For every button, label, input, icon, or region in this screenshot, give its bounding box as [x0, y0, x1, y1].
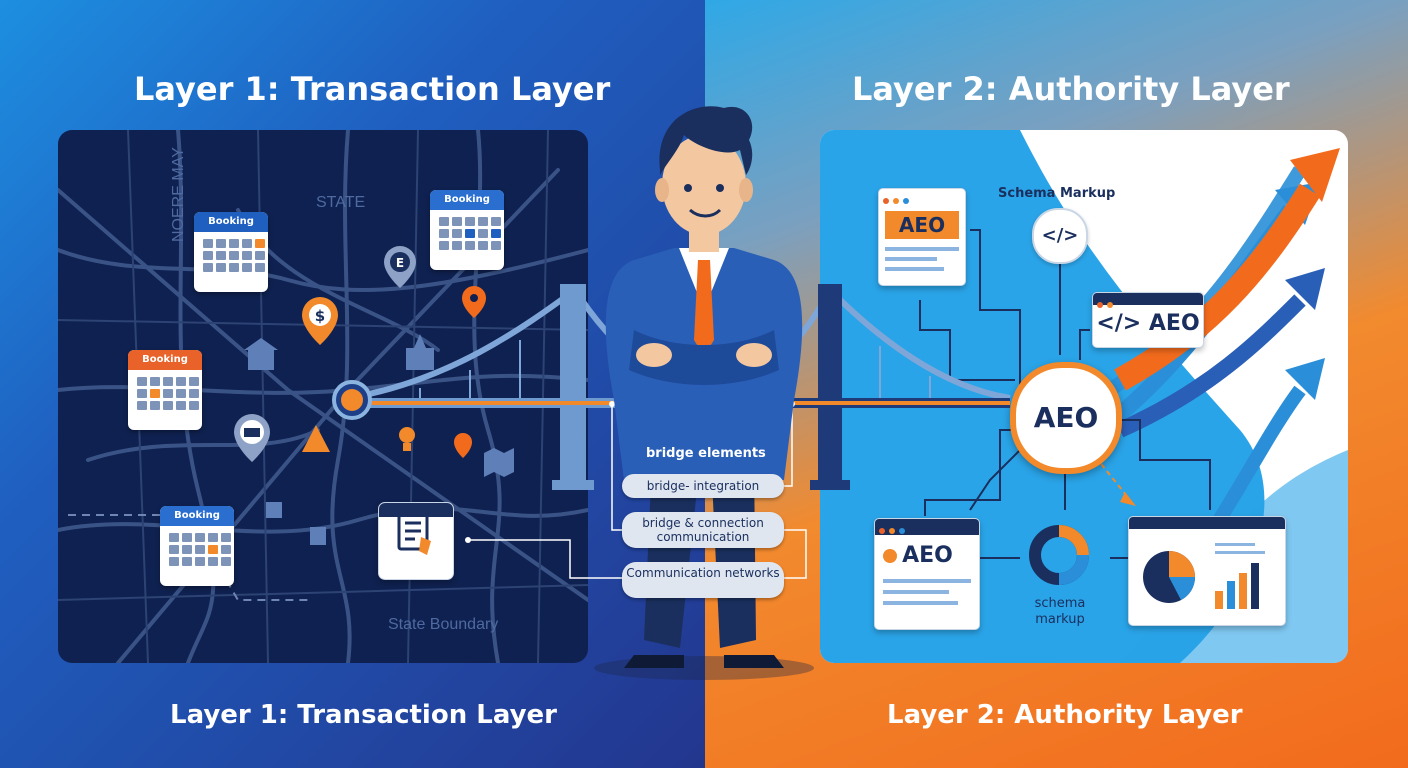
code-aeo-card[interactable]: </> AEO: [1092, 292, 1204, 348]
dollar-pin-icon: $: [302, 297, 338, 345]
document-card[interactable]: [378, 502, 454, 580]
code-brackets-icon: </>: [1032, 208, 1088, 264]
booking-calendar-label: Booking: [194, 212, 268, 232]
location-pin-icon: [454, 286, 486, 458]
authority-panel: AEO Schema Markup </> </> AEO AEO AEO sc…: [820, 130, 1348, 663]
left-bottom-heading: Layer 1: Transaction Layer: [170, 700, 557, 730]
bank-pin-icon: [234, 414, 270, 462]
aeo-card-top-left[interactable]: AEO: [878, 188, 966, 286]
right-bottom-heading: Layer 2: Authority Layer: [887, 700, 1243, 730]
orange-dot-icon: [883, 548, 897, 563]
aeo-label: AEO: [885, 211, 959, 239]
booking-calendar[interactable]: Booking: [430, 190, 504, 270]
left-top-heading: Layer 1: Transaction Layer: [134, 70, 611, 108]
svg-text:$: $: [315, 307, 325, 325]
donut-chart-icon: [1029, 525, 1089, 585]
map-boundary-label: State Boundary: [388, 616, 499, 633]
bridge-connection-pill[interactable]: bridge & connection communication: [622, 512, 784, 548]
bridge-integration-pill[interactable]: bridge- integration: [622, 474, 784, 498]
bridge-elements-title: bridge elements: [646, 446, 766, 461]
schema-markup-title: Schema Markup: [998, 186, 1116, 201]
aeo-card-bottom-left[interactable]: AEO: [874, 518, 980, 630]
booking-calendar[interactable]: Booking: [194, 212, 268, 292]
map-icon: [484, 448, 514, 477]
aeo-hub[interactable]: AEO: [1010, 362, 1122, 474]
booking-calendar-label: Booking: [128, 350, 202, 370]
map-state-label: STATE: [316, 194, 366, 211]
schema-markup-bottom-label: schema markup: [1034, 596, 1086, 627]
booking-calendar-label: Booking: [160, 506, 234, 526]
transaction-map-panel: $ E: [58, 130, 588, 663]
right-top-heading: Layer 2: Authority Layer: [852, 70, 1290, 108]
puzzle-icon: [266, 502, 282, 518]
analytics-card[interactable]: [1128, 516, 1286, 626]
code-aeo-label: </> AEO: [1096, 311, 1200, 336]
building-icon: [244, 334, 434, 545]
lightbulb-icon: [399, 427, 415, 451]
booking-calendar[interactable]: Booking: [128, 350, 202, 430]
businessman-illustration: [594, 106, 814, 680]
communication-networks-pill[interactable]: Communication networks: [622, 562, 784, 598]
booking-calendar-label: Booking: [430, 190, 504, 210]
warning-icon: [302, 425, 330, 452]
pie-and-bar-chart-icon: [1143, 543, 1265, 609]
e-pin-icon: E: [384, 246, 416, 288]
aeo-label: AEO: [902, 543, 953, 568]
svg-text:E: E: [396, 256, 404, 270]
booking-calendar[interactable]: Booking: [160, 506, 234, 586]
document-edit-icon: [397, 511, 431, 555]
